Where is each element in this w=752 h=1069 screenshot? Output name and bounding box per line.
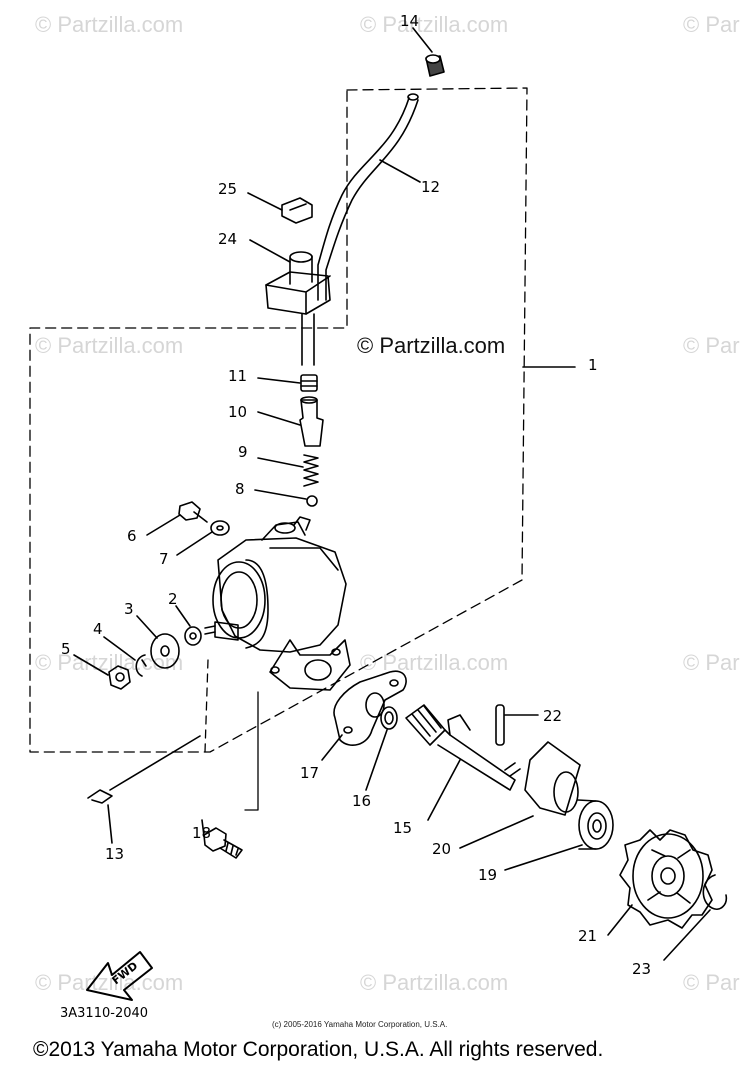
callout-13: 13 xyxy=(105,845,125,863)
leader-line xyxy=(146,514,181,536)
part-12-hose xyxy=(317,93,419,301)
callout-3: 3 xyxy=(124,600,134,618)
watermark: © Partzilla.com xyxy=(35,333,184,358)
leader-line xyxy=(257,377,301,384)
center-watermark: © Partzilla.com xyxy=(357,333,506,358)
callout-11: 11 xyxy=(228,367,248,385)
part-5-nut xyxy=(108,665,131,690)
part-22-pin xyxy=(495,704,505,746)
watermark: © Partzilla.com xyxy=(35,650,184,675)
part-20-collar xyxy=(524,741,581,816)
callout-9: 9 xyxy=(238,443,248,461)
callout-2: 2 xyxy=(168,590,178,608)
callout-8: 8 xyxy=(235,480,245,498)
leader-line xyxy=(365,729,388,791)
fwd-arrow xyxy=(86,951,153,1001)
watermark: © Partzilla.com xyxy=(360,970,509,995)
watermark: © Par xyxy=(683,333,740,358)
callout-14: 14 xyxy=(400,12,420,30)
callout-20: 20 xyxy=(432,840,452,858)
part-25-clip xyxy=(281,197,313,224)
watermark: © Par xyxy=(683,650,740,675)
callout-12: 12 xyxy=(421,178,441,196)
part-16-oring xyxy=(380,706,398,730)
leader-line xyxy=(663,909,711,961)
leader-line xyxy=(427,759,461,821)
diagram-code: 3A3110-2040 xyxy=(60,1006,149,1021)
watermark: © Par xyxy=(683,970,740,995)
watermark: © Par xyxy=(683,12,740,37)
leader-line xyxy=(459,815,534,849)
watermark: © Partzilla.com xyxy=(360,650,509,675)
leader-line xyxy=(73,654,109,676)
callout-18: 18 xyxy=(192,824,212,842)
part-17-gasket xyxy=(333,670,407,746)
callout-22: 22 xyxy=(543,707,563,725)
watermark: © Partzilla.com xyxy=(360,12,509,37)
part-11 xyxy=(300,374,318,392)
leader-line xyxy=(247,192,283,211)
part-6-bolt xyxy=(178,501,208,523)
leader-line xyxy=(254,489,307,500)
part-8-ball xyxy=(306,495,318,507)
part-18-bolt xyxy=(203,827,243,859)
callout-15: 15 xyxy=(393,819,413,837)
small-copyright: (c) 2005-2016 Yamaha Motor Corporation, … xyxy=(272,1020,448,1029)
leader-line xyxy=(103,636,136,661)
leader-line xyxy=(249,239,291,263)
leader-line xyxy=(201,819,205,837)
oil-pump-body xyxy=(204,516,351,691)
callout-21: 21 xyxy=(578,927,598,945)
leader-line xyxy=(175,605,191,627)
part-3-plate xyxy=(150,633,180,669)
watermark: © Partzilla.com xyxy=(35,970,184,995)
leader-line xyxy=(412,27,433,53)
callout-1: 1 xyxy=(588,356,598,374)
leader-line xyxy=(379,159,421,183)
part-21-gear xyxy=(619,829,713,929)
part-14-cap xyxy=(425,54,445,77)
callout-24: 24 xyxy=(218,230,238,248)
callout-7: 7 xyxy=(159,550,169,568)
callout-25: 25 xyxy=(218,180,238,198)
part-19-bearing xyxy=(577,799,614,850)
part-9-spring xyxy=(303,454,319,487)
leader-line xyxy=(109,735,201,791)
callout-16: 16 xyxy=(352,792,372,810)
part-15-shaft xyxy=(405,704,521,791)
callout-5: 5 xyxy=(61,640,71,658)
callout-10: 10 xyxy=(228,403,248,421)
part-7-washer xyxy=(210,520,230,536)
part-13-clip xyxy=(87,789,113,804)
footer-copyright: ©2013 Yamaha Motor Corporation, U.S.A. A… xyxy=(33,1038,604,1061)
part-2-washer xyxy=(184,626,202,646)
callout-17: 17 xyxy=(300,764,320,782)
leader-line xyxy=(136,615,158,639)
part-24-union xyxy=(265,251,331,366)
watermark: © Partzilla.com xyxy=(35,12,184,37)
leader-line xyxy=(257,411,301,426)
callout-19: 19 xyxy=(478,866,498,884)
leader-line xyxy=(176,531,213,556)
callout-23: 23 xyxy=(632,960,652,978)
callout-4: 4 xyxy=(93,620,103,638)
part-10-fitting xyxy=(299,396,324,447)
assembly-boundary xyxy=(29,87,528,753)
leader-line xyxy=(257,457,304,468)
part-23-circlip xyxy=(702,874,728,910)
leader-line xyxy=(321,734,343,761)
leader-line xyxy=(607,904,633,936)
leader-line xyxy=(107,804,113,844)
part-4-circlip xyxy=(135,654,147,677)
callout-6: 6 xyxy=(127,527,137,545)
leader-line xyxy=(504,844,583,871)
